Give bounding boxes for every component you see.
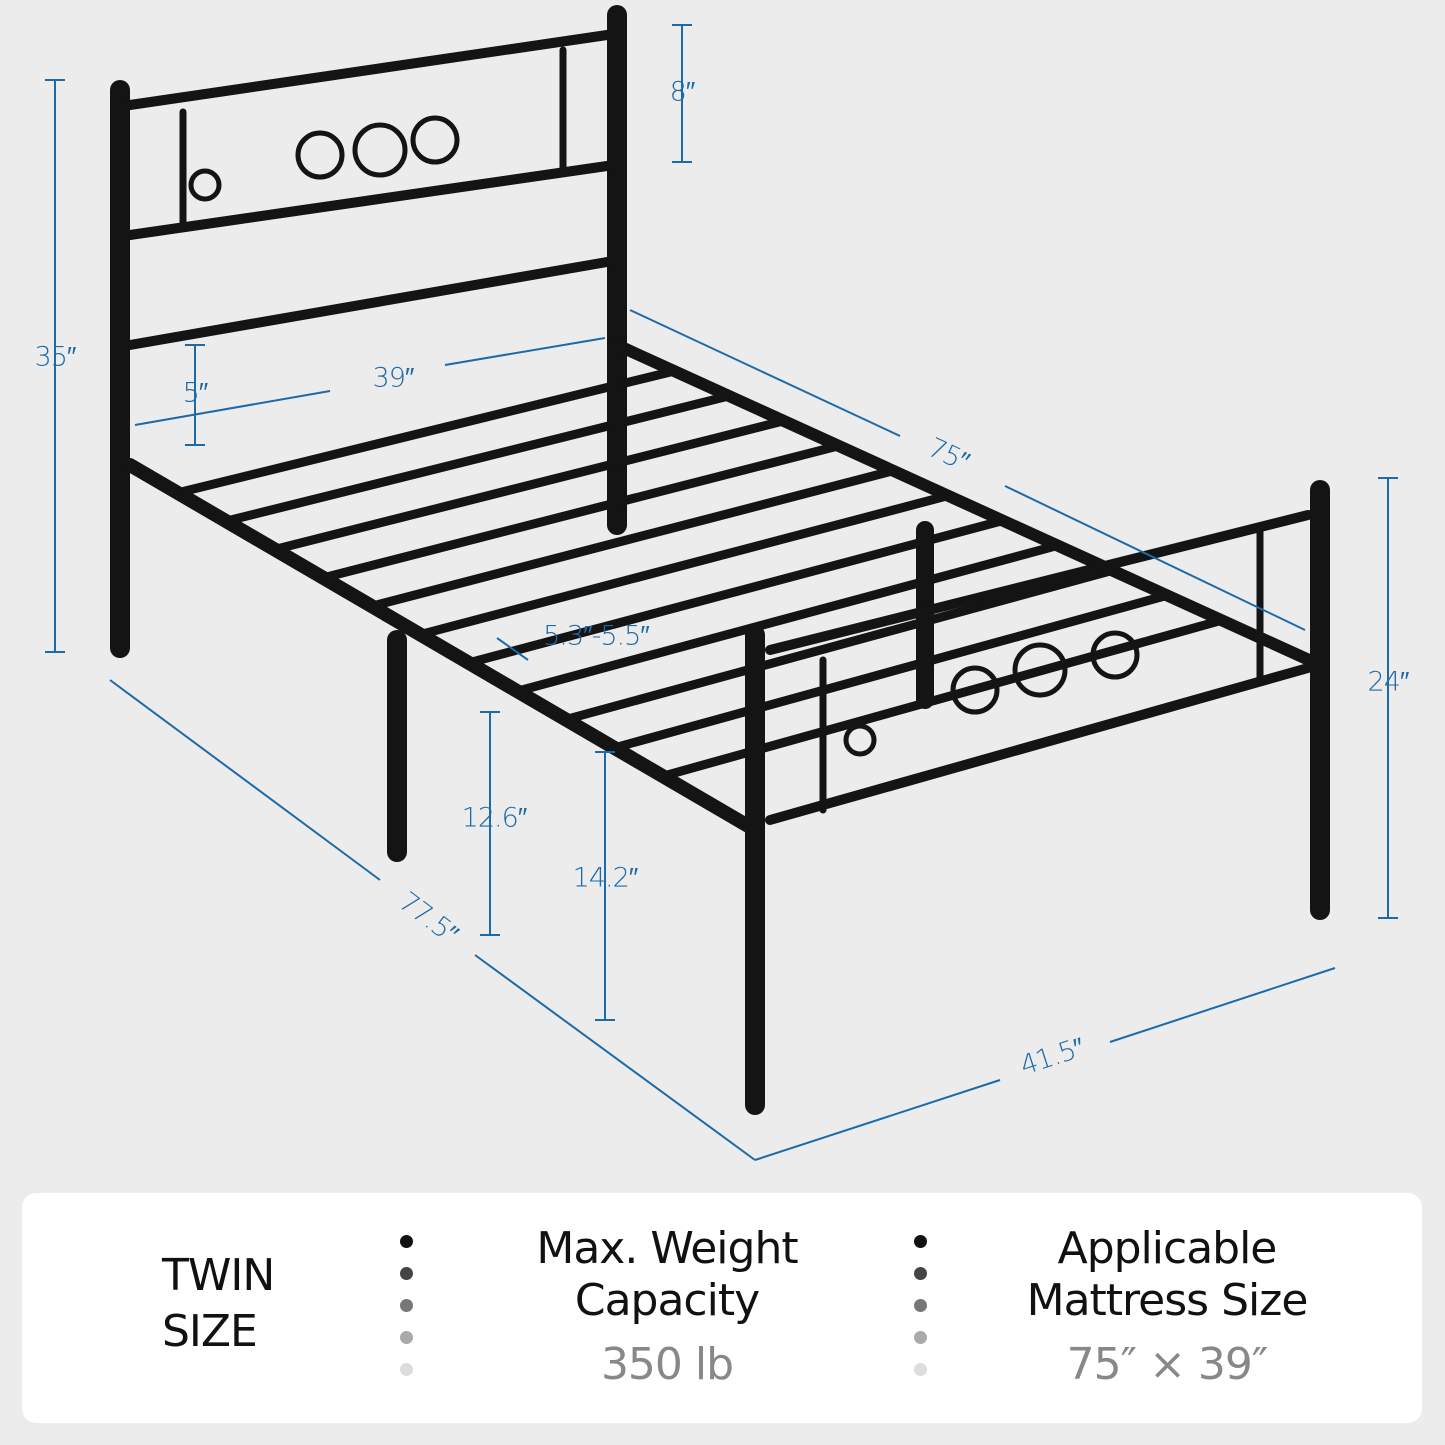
slat — [275, 416, 790, 553]
scroll-ornament — [295, 130, 345, 180]
scroll-ornament — [410, 115, 460, 165]
bed-frame — [110, 5, 1330, 1115]
slat — [323, 440, 845, 582]
slat — [227, 391, 736, 525]
weight-title-1: Max. Weight — [536, 1223, 798, 1274]
dimension-line — [109, 679, 381, 881]
footboard-low-rail — [765, 663, 1313, 825]
slat — [371, 465, 899, 610]
size-line-2: SIZE — [162, 1306, 258, 1357]
side-rail-left — [123, 458, 762, 837]
slat — [467, 515, 1009, 667]
headboard-mid-rail — [125, 161, 612, 240]
mattress-value: 75″ × 39″ — [1066, 1339, 1269, 1390]
mattress-title-2: Mattress Size — [1026, 1275, 1309, 1326]
dimension-line — [444, 337, 606, 366]
bed-frame-diagram — [45, 5, 1398, 1161]
slat — [611, 590, 1172, 752]
weight-capacity: Max. Weight Capacity 350 lb — [502, 1223, 832, 1391]
weight-title-2: Capacity — [574, 1275, 760, 1326]
size-line-1: TWIN — [162, 1250, 275, 1301]
scroll-ornament — [950, 665, 1000, 715]
dot-separator — [914, 1235, 927, 1395]
dim-headboard-panel: 8″ — [669, 76, 696, 108]
spec-panel: TWIN SIZE Max. Weight Capacity 350 lb Ap… — [22, 1193, 1422, 1423]
scroll-ornament — [843, 723, 877, 757]
dimension-line — [1004, 485, 1306, 631]
slat — [179, 366, 681, 496]
size-label: TWIN SIZE — [162, 1248, 275, 1360]
dim-clearance: 12.6″ — [461, 802, 528, 834]
dim-width-inner: 39″ — [372, 362, 415, 394]
scroll-ornament — [352, 122, 408, 178]
scroll-ornament — [1012, 642, 1068, 698]
mattress-title-1: Applicable — [1057, 1223, 1278, 1274]
dimension-line — [629, 309, 901, 437]
dot-separator — [400, 1235, 413, 1395]
dimension-line — [474, 954, 756, 1161]
weight-value: 350 lb — [600, 1339, 734, 1390]
mattress-size: Applicable Mattress Size 75″ × 39″ — [982, 1223, 1352, 1391]
dimension-line — [1109, 967, 1336, 1043]
dim-total-height: 35″ — [34, 341, 77, 373]
dimension-line — [134, 390, 331, 426]
headboard-top-rail — [125, 30, 612, 110]
headboard-low-rail — [125, 257, 612, 350]
dimension-line — [754, 1079, 1001, 1161]
scroll-ornament — [188, 168, 222, 202]
dim-footboard-height: 24″ — [1367, 666, 1410, 698]
slat — [563, 565, 1118, 724]
dimension-line — [496, 637, 529, 661]
footboard-top-rail — [765, 510, 1313, 655]
dim-rail-height: 14.2″ — [572, 862, 639, 894]
scroll-ornament — [1090, 630, 1140, 680]
dim-panel-gap: 5″ — [182, 377, 209, 409]
dimension-lines — [45, 24, 1398, 1161]
side-rail-right — [611, 339, 1326, 671]
slat — [419, 490, 954, 639]
dim-slat-gap: 5.3″-5.5″ — [543, 620, 650, 652]
slat — [515, 540, 1063, 695]
